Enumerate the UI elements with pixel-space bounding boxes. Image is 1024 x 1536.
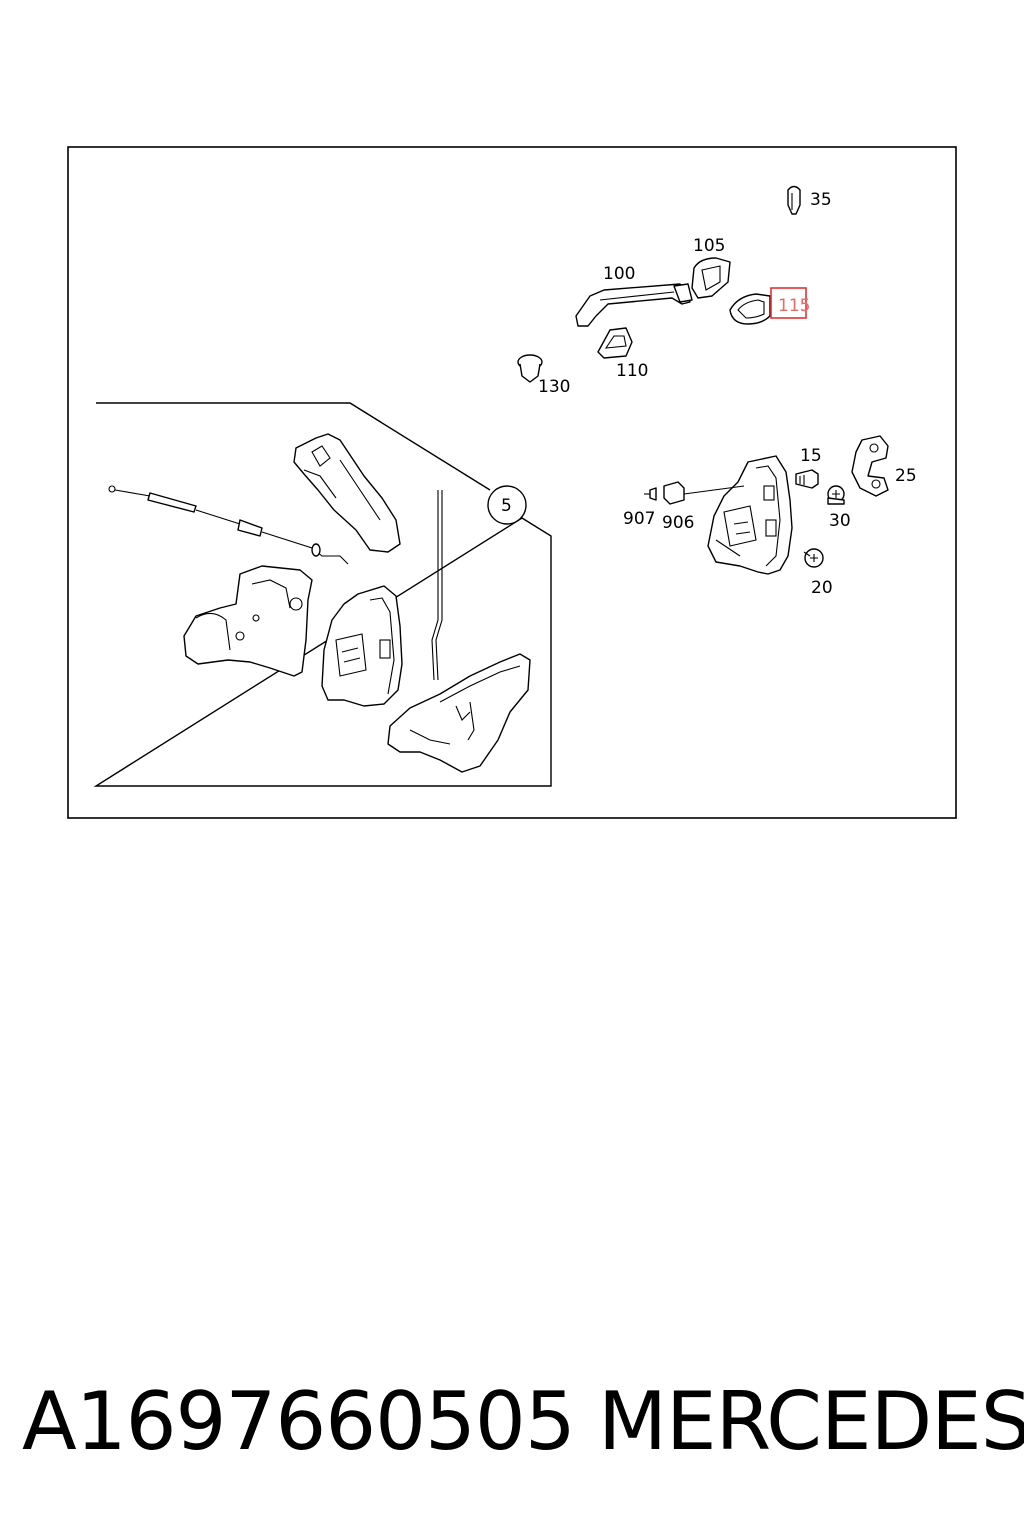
inset-cable [108, 485, 349, 565]
inset-lower-housing [387, 653, 531, 773]
part-115-gasket [729, 293, 771, 325]
label-115: 115 [778, 296, 810, 316]
part-20-screw [803, 548, 824, 568]
part-number: A1697660505 [22, 1375, 576, 1468]
parts-diagram: 35 105 100 115 110 130 [67, 146, 957, 819]
brand-name: MERCEDES [598, 1375, 1024, 1468]
label-100: 100 [603, 264, 635, 284]
part-907-906-connector [644, 481, 685, 505]
part-100-handle [575, 283, 693, 327]
label-130: 130 [538, 377, 570, 397]
part-130-grommet [517, 354, 543, 383]
inset-upper-bracket [293, 433, 401, 553]
label-5: 5 [501, 496, 512, 516]
label-35: 35 [810, 190, 832, 210]
label-30: 30 [829, 511, 851, 531]
inset-rod [431, 490, 443, 681]
highlight-box-115 [770, 287, 807, 319]
label-907: 907 [623, 509, 655, 529]
inset-lever-bracket [183, 565, 313, 677]
part-25-striker [851, 435, 889, 497]
part-110-bezel [597, 327, 633, 359]
callout-circle-5 [487, 485, 527, 525]
diagram-frame [67, 146, 957, 819]
label-20: 20 [811, 578, 833, 598]
label-15: 15 [800, 446, 822, 466]
label-25: 25 [895, 466, 917, 486]
part-door-lock [707, 455, 793, 575]
label-110: 110 [616, 361, 648, 381]
part-105-cap [691, 257, 731, 299]
part-15-screw [795, 469, 819, 489]
label-906: 906 [662, 513, 694, 533]
inset-frame [93, 402, 552, 787]
inset-lock-module [321, 585, 403, 707]
label-105: 105 [693, 236, 725, 256]
footer: A1697660505 MERCEDES [0, 1372, 1024, 1472]
part-35-plug [787, 185, 801, 215]
part-30-screw [827, 485, 845, 505]
